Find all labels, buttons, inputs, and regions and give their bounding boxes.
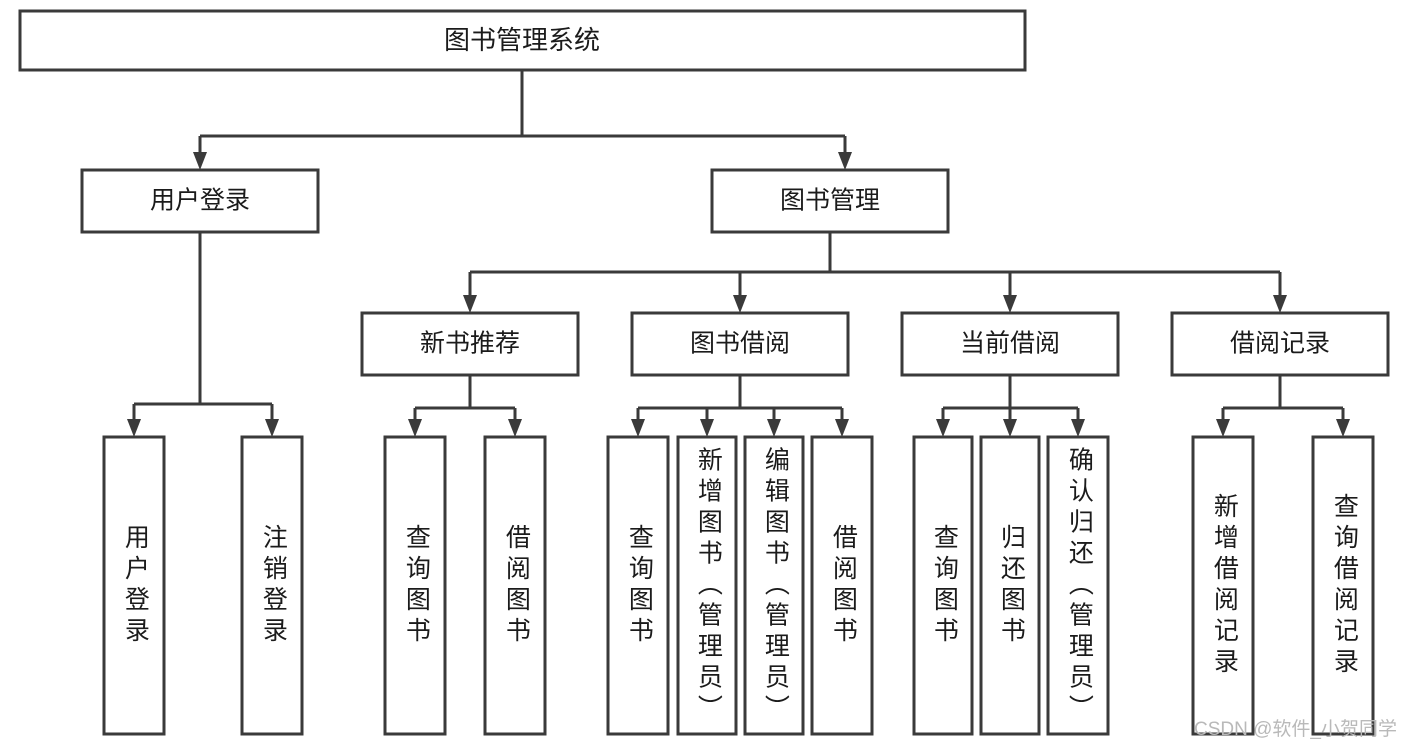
connector-book-borrow-to-leaves <box>631 375 849 437</box>
arrow-to-new-book-recommend <box>463 295 477 313</box>
arrow-to-leaf-confirm-return <box>1071 419 1085 437</box>
node-leaf-query-book-rec-label: 查询图书 <box>402 524 431 648</box>
node-leaf-add-book-label: 新增图书（管理员） <box>694 447 723 726</box>
node-book-management-box[interactable] <box>710 168 950 234</box>
node-leaf-query-book-current-label: 查询图书 <box>930 524 959 648</box>
node-leaf-query-borrow-record-label: 查询借阅记录 <box>1330 493 1359 679</box>
node-leaf-confirm-return[interactable]: 确认归还（管理员） <box>1046 435 1110 736</box>
arrow-to-leaf-edit-book <box>767 419 781 437</box>
arrow-to-leaf-user-login <box>127 419 141 437</box>
node-leaf-edit-book-box[interactable] <box>743 435 805 736</box>
arrow-to-leaf-query-borrow-record <box>1336 419 1350 437</box>
arrow-to-leaf-borrow-book-rec <box>508 419 522 437</box>
arrow-to-leaf-return-book <box>1003 419 1017 437</box>
connector-layer <box>127 70 1350 437</box>
node-new-book-recommend[interactable]: 新书推荐 <box>360 311 580 377</box>
node-leaf-add-book-box[interactable] <box>676 435 738 736</box>
node-leaf-user-logout-box[interactable] <box>240 435 304 736</box>
node-leaf-borrow-book-label: 借阅图书 <box>829 524 858 648</box>
node-new-book-recommend-box[interactable] <box>360 311 580 377</box>
node-user-login[interactable]: 用户登录 <box>80 168 320 234</box>
connector-new-book-recommend-to-leaves <box>408 375 522 437</box>
node-leaf-add-borrow-record-box[interactable] <box>1191 435 1255 736</box>
node-leaf-query-book-rec-box[interactable] <box>383 435 447 736</box>
node-book-management-label: 图书管理 <box>780 187 880 215</box>
node-leaf-borrow-book-rec-box[interactable] <box>483 435 547 736</box>
node-root[interactable]: 图书管理系统 <box>18 9 1027 72</box>
node-leaf-borrow-book[interactable]: 借阅图书 <box>810 435 874 736</box>
node-current-borrow[interactable]: 当前借阅 <box>900 311 1120 377</box>
node-leaf-edit-book[interactable]: 编辑图书（管理员） <box>743 435 805 736</box>
node-user-login-box[interactable] <box>80 168 320 234</box>
node-leaf-add-borrow-record-label: 新增借阅记录 <box>1210 493 1239 679</box>
arrow-to-leaf-add-borrow-record <box>1216 419 1230 437</box>
node-leaf-query-book-current[interactable]: 查询图书 <box>912 435 974 736</box>
node-borrow-record-box[interactable] <box>1170 311 1390 377</box>
connector-book-management-to-level3 <box>463 232 1287 313</box>
node-leaf-user-logout-label: 注销登录 <box>259 524 288 648</box>
node-borrow-record-label: 借阅记录 <box>1230 330 1330 358</box>
node-book-management[interactable]: 图书管理 <box>710 168 950 234</box>
arrow-to-leaf-user-logout <box>265 419 279 437</box>
node-root-box[interactable] <box>18 9 1027 72</box>
node-current-borrow-box[interactable] <box>900 311 1120 377</box>
arrow-to-leaf-add-book <box>700 419 714 437</box>
arrow-to-book-borrow <box>733 295 747 313</box>
connector-borrow-record-to-leaves <box>1216 375 1350 437</box>
node-leaf-query-borrow-record-box[interactable] <box>1311 435 1375 736</box>
node-book-borrow-box[interactable] <box>630 311 850 377</box>
node-book-borrow-label: 图书借阅 <box>690 330 790 358</box>
node-leaf-borrow-book-box[interactable] <box>810 435 874 736</box>
node-leaf-edit-book-label: 编辑图书（管理员） <box>761 447 790 726</box>
node-leaf-query-book-rec[interactable]: 查询图书 <box>383 435 447 736</box>
node-leaf-add-borrow-record[interactable]: 新增借阅记录 <box>1191 435 1255 736</box>
node-leaf-user-login-label: 用户登录 <box>121 524 150 648</box>
arrow-to-leaf-query-book-rec <box>408 419 422 437</box>
node-user-login-label: 用户登录 <box>150 187 250 215</box>
arrow-to-borrow-record <box>1273 295 1287 313</box>
node-book-borrow[interactable]: 图书借阅 <box>630 311 850 377</box>
node-leaf-add-book[interactable]: 新增图书（管理员） <box>676 435 738 736</box>
node-leaf-user-login-box[interactable] <box>102 435 166 736</box>
node-current-borrow-label: 当前借阅 <box>960 330 1060 358</box>
node-leaf-return-book-label: 归还图书 <box>997 524 1026 648</box>
node-leaf-confirm-return-label: 确认归还（管理员） <box>1065 447 1094 726</box>
arrow-to-user-login <box>193 152 207 170</box>
node-leaf-return-book[interactable]: 归还图书 <box>979 435 1041 736</box>
node-leaf-query-book-borrow-label: 查询图书 <box>625 524 654 648</box>
node-leaf-query-borrow-record[interactable]: 查询借阅记录 <box>1311 435 1375 736</box>
node-root-label: 图书管理系统 <box>444 25 600 55</box>
node-leaf-query-book-current-box[interactable] <box>912 435 974 736</box>
arrow-to-leaf-query-book-borrow <box>631 419 645 437</box>
node-borrow-record[interactable]: 借阅记录 <box>1170 311 1390 377</box>
node-leaf-return-book-box[interactable] <box>979 435 1041 736</box>
connector-user-login-to-leaves <box>127 232 279 437</box>
node-leaf-borrow-book-rec-label: 借阅图书 <box>502 524 531 648</box>
arrow-to-leaf-borrow-book <box>835 419 849 437</box>
node-leaf-borrow-book-rec[interactable]: 借阅图书 <box>483 435 547 736</box>
node-leaf-confirm-return-box[interactable] <box>1046 435 1110 736</box>
arrow-to-book-management <box>838 152 852 170</box>
node-new-book-recommend-label: 新书推荐 <box>420 330 520 358</box>
connector-root-to-level2 <box>193 70 852 170</box>
node-leaf-user-login[interactable]: 用户登录 <box>102 435 166 736</box>
node-leaf-query-book-borrow[interactable]: 查询图书 <box>606 435 670 736</box>
arrow-to-leaf-query-book-current <box>936 419 950 437</box>
connector-current-borrow-to-leaves <box>936 375 1085 437</box>
node-leaf-user-logout[interactable]: 注销登录 <box>240 435 304 736</box>
node-leaf-query-book-borrow-box[interactable] <box>606 435 670 736</box>
arrow-to-current-borrow <box>1003 295 1017 313</box>
